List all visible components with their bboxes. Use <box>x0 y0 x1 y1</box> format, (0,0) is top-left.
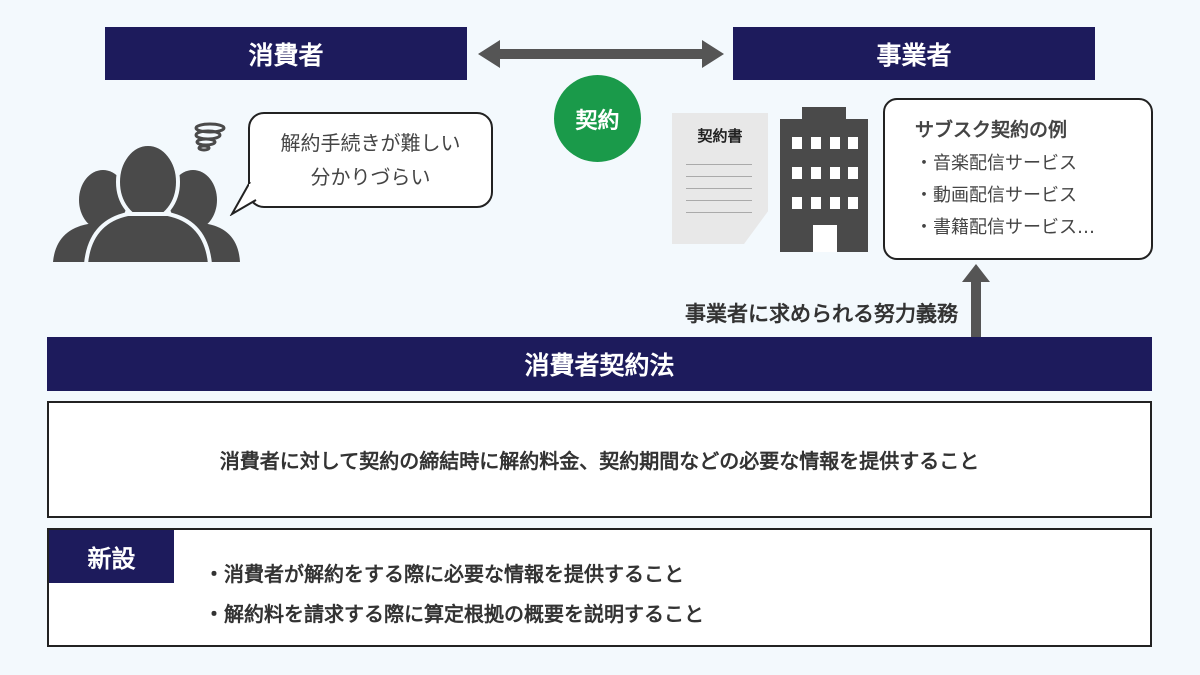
subscription-examples-box: サブスク契約の例 ・音楽配信サービス ・動画配信サービス ・書籍配信サービス… <box>883 98 1153 260</box>
double-arrow-icon <box>478 40 724 68</box>
document-label: 契約書 <box>697 127 743 145</box>
consumer-header: 消費者 <box>105 27 467 80</box>
business-header: 事業者 <box>733 27 1095 80</box>
consumer-speech-bubble: 解約手続きが難しい 分かりづらい <box>248 112 493 208</box>
subscription-title: サブスク契約の例 <box>915 119 1068 141</box>
new-label: 新設 <box>49 530 174 583</box>
new-rules-box: 新設 ・消費者が解約をする際に必要な情報を提供すること ・解約料を請求する際に算… <box>47 528 1152 647</box>
subscription-item: ・書籍配信サービス… <box>915 217 1095 238</box>
contract-document-icon: 契約書 <box>672 113 768 244</box>
subscription-item: ・音楽配信サービス <box>915 153 1077 174</box>
consumers-icon <box>53 122 240 264</box>
up-arrow-icon <box>962 264 990 338</box>
contract-badge: 契約 <box>554 75 641 162</box>
bubble-line: 解約手続きが難しい <box>280 131 461 155</box>
new-rule-item: ・消費者が解約をする際に必要な情報を提供すること <box>204 562 684 586</box>
bubble-tail <box>229 181 257 216</box>
obligation-text: 事業者に求められる努力義務 <box>685 302 958 326</box>
existing-rule-box: 消費者に対して契約の締結時に解約料金、契約期間などの必要な情報を提供すること <box>47 401 1152 518</box>
building-icon <box>780 107 868 252</box>
subscription-item: ・動画配信サービス <box>915 185 1077 206</box>
bubble-line: 分かりづらい <box>310 165 431 189</box>
existing-rule-text: 消費者に対して契約の締結時に解約料金、契約期間などの必要な情報を提供すること <box>219 449 980 473</box>
new-rule-item: ・解約料を請求する際に算定根拠の概要を説明すること <box>204 602 704 626</box>
law-title-bar: 消費者契約法 <box>47 337 1152 391</box>
